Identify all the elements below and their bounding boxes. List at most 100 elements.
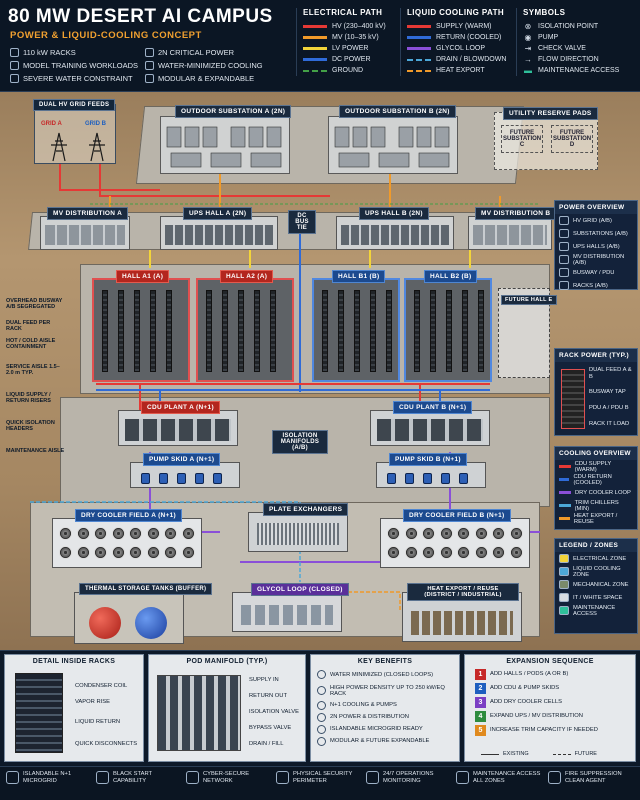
cdu-unit-row xyxy=(125,419,231,441)
pump-icon xyxy=(387,473,396,484)
grid-feeds-label: DUAL HV GRID FEEDS xyxy=(33,99,116,111)
pump-icon: ◉ xyxy=(524,33,532,42)
dry-cooler-a-label: DRY COOLER FIELD A (N+1) xyxy=(75,509,183,522)
ups-b-label: UPS HALL B (2N) xyxy=(359,207,429,220)
legend-item: ⊗ISOLATION POINT xyxy=(524,22,599,31)
pod-manifold: POD MANIFOLD (TYP.) SUPPLY IN RETURN OUT… xyxy=(148,654,306,762)
rack-item: DUAL FEED A & B xyxy=(589,367,632,380)
water-drop-icon xyxy=(145,61,154,70)
fan-icon xyxy=(76,527,90,540)
step-number: 2 xyxy=(475,682,486,694)
capability-item: BLACK START CAPABILITY xyxy=(96,771,178,785)
legend-electrical: ELECTRICAL PATH HV (230–400 kV) MV (10–3… xyxy=(296,8,396,76)
fan-icon xyxy=(439,546,453,559)
rack-row xyxy=(238,290,244,372)
fan-icon xyxy=(164,527,177,540)
pump-icon xyxy=(195,473,204,484)
detail-label: CONDENSER COIL xyxy=(75,683,128,689)
benefit-item: WATER MINIMIZED (CLOSED LOOPS) xyxy=(311,667,459,682)
legend-zones-panel: LEGEND / ZONES ELECTRICAL ZONE LIQUID CO… xyxy=(554,538,638,634)
swatch xyxy=(559,478,570,481)
key-benefits: KEY BENEFITS WATER MINIMIZED (CLOSED LOO… xyxy=(310,654,460,762)
busway-icon xyxy=(559,268,569,277)
cooling-item: CDU SUPPLY (WARM) xyxy=(555,460,637,473)
swatch xyxy=(559,580,569,589)
pump-skid-b-label: PUMP SKID B (N+1) xyxy=(389,453,467,466)
zone-item: IT / WHITE SPACE xyxy=(555,591,637,604)
fan-icon xyxy=(111,527,125,540)
rack-row xyxy=(270,290,276,372)
pump-skid-b: PUMP SKID B (N+1) xyxy=(376,453,486,488)
fan-icon xyxy=(474,527,488,540)
glycol-loop: GLYCOL LOOP (CLOSED) xyxy=(232,583,349,632)
dry-cooler-field-a: DRY COOLER FIELD A (N+1) xyxy=(52,509,202,568)
fan-icon xyxy=(111,546,125,559)
switchgear-icon xyxy=(559,255,569,264)
fan-icon xyxy=(422,527,435,540)
benefit-item: HIGH POWER DENSITY UP TO 250 kW/EQ RACK xyxy=(311,682,459,699)
cdu-unit-row xyxy=(377,419,483,441)
dry-cooler-b-label: DRY COOLER FIELD B (N+1) xyxy=(403,509,511,522)
cooling-item: DRY COOLER LOOP xyxy=(555,486,637,499)
hall-b1: HALL B1 (B) xyxy=(312,270,400,382)
transmission-tower-icon xyxy=(51,132,105,162)
power-overview-item: RACKS (A/B) xyxy=(555,279,637,292)
step-label: INCREASE TRIM CAPACITY IF NEEDED xyxy=(490,727,598,733)
future-substation-d: FUTURE SUBSTATION D xyxy=(551,125,593,153)
benefit-item: ISLANDABLE MICROGRID READY xyxy=(311,723,459,735)
legend-item: GLYCOL LOOP xyxy=(407,43,510,54)
capability-item: MAINTENANCE ACCESS ALL ZONES xyxy=(456,771,542,785)
rack-row xyxy=(338,290,344,372)
capability-item: FIRE SUPPRESSION CLEAN AGENT xyxy=(548,771,636,785)
hall-a2: HALL A2 (A) xyxy=(196,270,294,382)
legend-symbols: SYMBOLS ⊗ISOLATION POINT ◉PUMP ⇥CHECK VA… xyxy=(516,8,636,76)
cooling-item: HEAT EXPORT / REUSE xyxy=(555,512,637,525)
feature-list: 110 kW RACKS 2N CRITICAL POWER MODEL TRA… xyxy=(10,48,280,83)
callout-dual-feed: DUAL FEED PER RACK xyxy=(6,320,51,333)
check-valve-icon: ⇥ xyxy=(524,44,532,53)
substation-a: OUTDOOR SUBSTATION A (2N) xyxy=(160,105,292,174)
rack-item: BUSWAY TAP xyxy=(589,389,626,395)
fan-icon xyxy=(164,546,177,559)
pump-skid-a-label: PUMP SKID A (N+1) xyxy=(143,453,221,466)
power-overview-panel: POWER OVERVIEW HV GRID (A/B) SUBSTATIONS… xyxy=(554,200,638,290)
tower-icon xyxy=(559,216,569,225)
pump-icon xyxy=(177,473,186,484)
shield-icon xyxy=(186,771,199,785)
fan-icon xyxy=(94,527,107,540)
rack-row xyxy=(118,290,124,372)
rack-row xyxy=(134,290,140,372)
swatch xyxy=(303,47,327,50)
pump-skid-a: PUMP SKID A (N+1) xyxy=(130,453,240,488)
fan-icon xyxy=(457,527,470,540)
pump-icon xyxy=(459,473,468,484)
cdu-b-label: CDU PLANT B (N+1) xyxy=(393,401,473,414)
fan-icon xyxy=(181,527,195,540)
rack-power-panel: RACK POWER (TYP.) DUAL FEED A & B BUSWAY… xyxy=(554,348,638,436)
step-number: 1 xyxy=(475,668,486,680)
fan-icon xyxy=(474,546,488,559)
pump-icon xyxy=(423,473,432,484)
power-icon xyxy=(145,48,154,57)
mv-a-label: MV DISTRIBUTION A xyxy=(47,207,129,220)
chip-icon xyxy=(10,61,19,70)
benefit-item: N+1 COOLING & PUMPS xyxy=(311,699,459,711)
step-label: ADD CDU & PUMP SKIDS xyxy=(490,685,560,691)
detail-label: VAPOR RISE xyxy=(75,699,111,705)
legend-item: DRAIN / BLOWDOWN xyxy=(407,54,510,65)
modules-icon xyxy=(317,736,326,746)
callout-containment: HOT / COLD AISLE CONTAINMENT xyxy=(6,338,56,351)
legend-item: ⇥CHECK VALVE xyxy=(524,44,586,53)
pump-icon xyxy=(441,473,450,484)
fan-icon xyxy=(317,700,326,710)
rack-icon xyxy=(559,281,569,290)
legend-item: ◉PUMP xyxy=(524,33,559,42)
callout-busway: OVERHEAD BUSWAY A/B SEGREGATED xyxy=(6,298,63,311)
swatch xyxy=(407,69,431,72)
glycol-loop-label: GLYCOL LOOP (CLOSED) xyxy=(251,583,349,596)
fan-icon xyxy=(492,546,505,559)
callout-service-aisle: SERVICE AISLE 1.5–2.0 m TYP. xyxy=(6,364,60,377)
